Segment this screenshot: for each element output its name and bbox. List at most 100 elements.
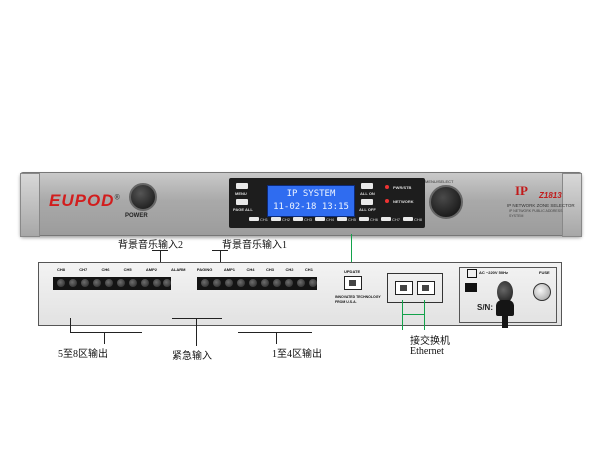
company-text: INNOVATED TECHNOLOGY FROM U.S.A. [335,295,381,304]
terminal-screw[interactable] [201,279,209,287]
all-off-label: ALL OFF [359,207,376,212]
right-terminal-headers: ALARM PAGING AMP1 CH4 CH3 CH2 CH1 [171,267,313,272]
menu-button[interactable] [236,183,248,189]
zone58-bracket [70,318,71,332]
terminal-screw[interactable] [141,279,149,287]
page-all-button[interactable] [236,199,248,205]
terminal-screw[interactable] [225,279,233,287]
bgm-input-2-annotation: 背景音乐输入2 [118,240,183,251]
power-inlet[interactable] [497,281,513,303]
update-port[interactable] [344,276,362,290]
terminal-screw[interactable] [163,279,171,287]
terminal-screw[interactable] [261,279,269,287]
ch2-button[interactable] [271,217,281,221]
lcd-line-1: IP SYSTEM [286,189,336,199]
pwr-stb-label: PWR/STB [393,185,412,190]
terminal-screw[interactable] [297,279,305,287]
rear-panel: CH8 CH7 CH6 CH5 AMP2 ALARM PAGING AMP1 C… [38,262,562,326]
terminal-screw[interactable] [81,279,89,287]
lcd-display: IP SYSTEM 11-02-18 13:15 [267,185,355,217]
ch4-button[interactable] [315,217,325,221]
ch6-label: CH6 [370,217,379,222]
terminal-screw[interactable] [285,279,293,287]
terminal-screw[interactable] [309,279,317,287]
port-socket [422,285,429,291]
lcd-line-2: 11-02-18 13:15 [273,202,349,212]
ch3-label: CH3 [304,217,313,222]
terminal-screw[interactable] [237,279,245,287]
ch2-label: CH2 [282,217,291,222]
ethernet-ports-frame [387,273,443,303]
terminal-screw[interactable] [213,279,221,287]
model-prefix: IP [515,183,528,198]
hdr-ch4: CH4 [246,267,255,272]
fuse-label: FUSE [539,270,550,275]
all-on-label: ALL ON [360,191,375,196]
terminal-screw[interactable] [57,279,65,287]
hdr-ch3: CH3 [265,267,274,272]
ethernet-annotation: Ethernet [410,346,444,357]
menu-button-label: MENU [235,191,247,196]
power-knob[interactable] [129,183,157,211]
hdr-amp2: AMP2 [145,267,157,272]
ch4-label: CH4 [326,217,335,222]
zone14-leader [276,332,277,344]
terminal-screw[interactable] [129,279,137,287]
port-socket [400,285,407,291]
hdr-amp1: AMP1 [223,267,235,272]
ethernet-line-1 [402,300,403,330]
ac-label: AC ~220V 50Hz [479,270,509,275]
power-led [385,185,389,189]
rack-ear-right [562,173,582,237]
zone-1-4-annotation: 1至4区输出 [272,349,322,360]
fuse-holder[interactable] [533,283,551,301]
model-number: Z1813 [539,191,562,200]
bgm2-leader-h [152,250,168,251]
all-on-button[interactable] [361,183,373,189]
zone58-bracket-h [70,332,142,333]
ch8-label: CH8 [414,217,423,222]
bgm1-leader [220,250,221,264]
ch1-label: CH1 [260,217,269,222]
ch6-button[interactable] [359,217,369,221]
ch5-button[interactable] [337,217,347,221]
left-terminal-headers: CH8 CH7 CH6 CH5 AMP2 [57,267,157,272]
warning-icon [467,269,477,278]
serial-number-label: S/N: [477,303,493,312]
terminal-screw[interactable] [273,279,281,287]
model-subtitle: IP NETWORK PUBLIC ADDRESS SYSTEM [509,209,563,218]
select-knob[interactable] [429,185,463,219]
ethernet-port-1[interactable] [395,281,413,295]
page-all-label: PAGE ALL [233,207,253,212]
ch3-button[interactable] [293,217,303,221]
zone14-bracket-h [238,332,312,333]
caution-plate [465,283,477,292]
terminal-screw[interactable] [105,279,113,287]
ethernet-port-2[interactable] [417,281,435,295]
update-network-line [351,234,352,264]
ethernet-line-join [402,314,425,315]
terminal-screw[interactable] [117,279,125,287]
ch8-button[interactable] [403,217,413,221]
power-section-frame [459,267,557,323]
hdr-ch5: CH5 [123,267,132,272]
terminal-screw[interactable] [153,279,161,287]
ch7-button[interactable] [381,217,391,221]
bgm2-leader [160,250,161,264]
ethernet-line-2 [424,300,425,330]
emergency-leader [196,318,197,346]
all-off-button[interactable] [361,199,373,205]
terminal-screw[interactable] [69,279,77,287]
zone-5-8-annotation: 5至8区输出 [58,349,108,360]
zone58-leader [104,332,105,344]
model-description: IP NETWORK ZONE SELECTOR [507,203,575,208]
hdr-ch8: CH8 [57,267,66,272]
power-label: POWER [125,213,148,219]
ch5-label: CH5 [348,217,357,222]
switch-annotation: 接交换机 [410,336,450,347]
ch1-button[interactable] [249,217,259,221]
power-cable-tail [502,316,508,328]
terminal-screw[interactable] [93,279,101,287]
terminal-screw[interactable] [249,279,257,287]
hdr-ch6: CH6 [101,267,110,272]
